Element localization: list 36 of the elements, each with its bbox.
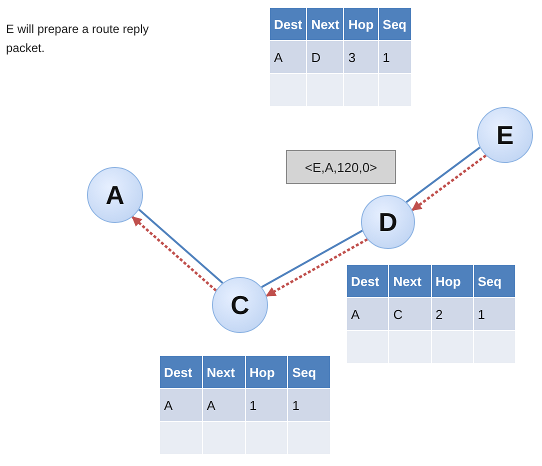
table-cell: 1: [378, 41, 410, 73]
network-node: D: [361, 195, 415, 249]
connector-line: [406, 146, 480, 203]
table-cell: D: [307, 41, 344, 73]
table-cell: A: [160, 389, 202, 421]
packet-box: <E,A,120,0>: [286, 150, 396, 184]
connector-line: [138, 208, 224, 284]
table-header: Next: [389, 265, 430, 297]
arrow: [411, 154, 487, 212]
table-cell: 2: [432, 298, 473, 330]
network-node: C: [212, 277, 268, 333]
table-cell: C: [389, 298, 430, 330]
table-header: Seq: [378, 8, 410, 40]
network-node: E: [477, 107, 533, 163]
table-header: Seq: [288, 356, 330, 388]
connector-line: [261, 230, 363, 288]
table-header: Next: [307, 8, 344, 40]
table-header: Dest: [270, 8, 306, 40]
table-header: Dest: [160, 356, 202, 388]
table-cell: 1: [246, 389, 288, 421]
table-cell: A: [270, 41, 306, 73]
table-cell: A: [347, 298, 388, 330]
table-header: Next: [202, 356, 244, 388]
table-header: Dest: [347, 265, 388, 297]
arrow: [266, 238, 368, 297]
table-header: Hop: [246, 356, 288, 388]
table-header: Hop: [432, 265, 473, 297]
table-cell: 1: [474, 298, 515, 330]
arrow: [132, 216, 217, 292]
table-cell: A: [202, 389, 244, 421]
table-header: Seq: [474, 265, 515, 297]
table-header: Hop: [344, 8, 378, 40]
table-cell: 1: [288, 389, 330, 421]
table-cell: 3: [344, 41, 378, 73]
network-node: A: [87, 167, 143, 223]
note-text: E will prepare a route reply packet.: [6, 21, 150, 58]
